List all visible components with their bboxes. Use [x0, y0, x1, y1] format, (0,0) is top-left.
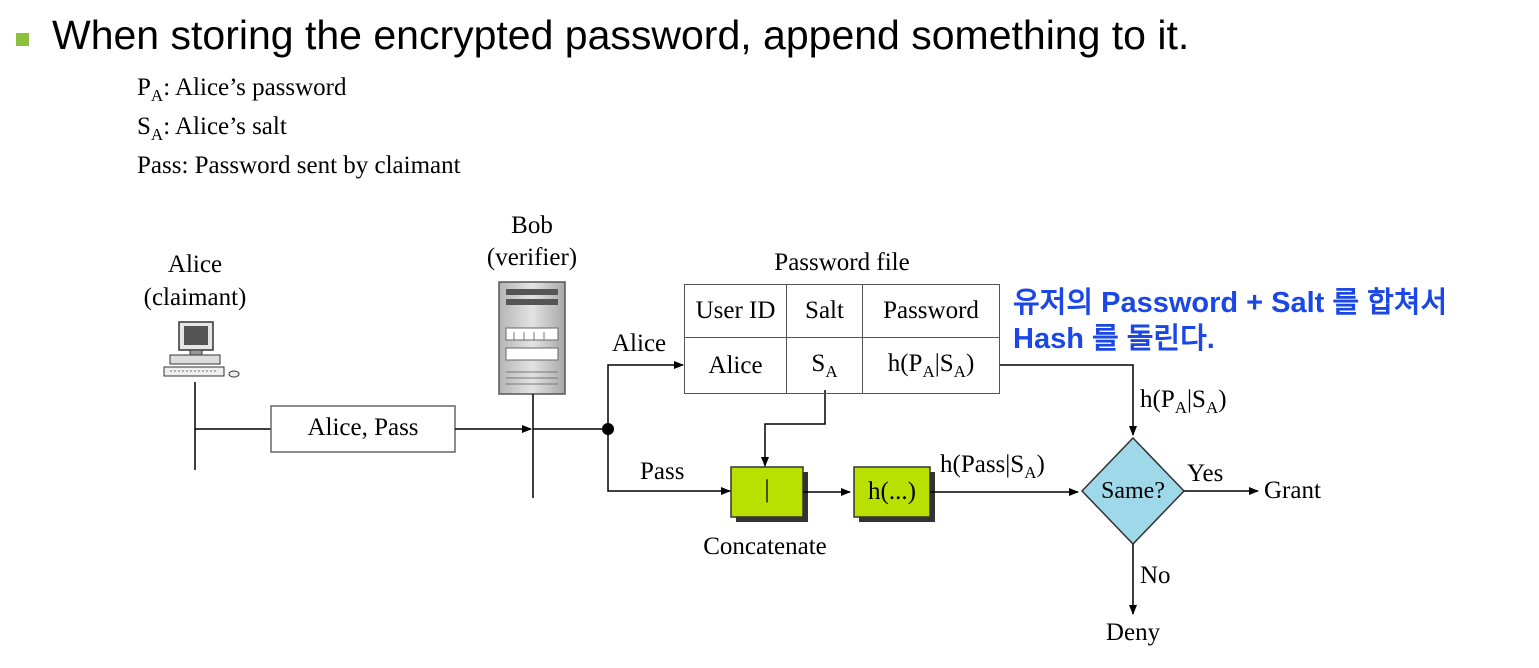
alice-name: Alice — [167, 251, 223, 278]
yes-label: Yes — [1187, 460, 1224, 487]
grant-label: Grant — [1264, 477, 1321, 504]
no-label: No — [1140, 562, 1171, 589]
legend-pa: PA: Alice’s password — [137, 74, 347, 105]
bob-name: Bob — [511, 212, 553, 239]
concat-symbol: | — [764, 476, 770, 503]
bob-role: (verifier) — [486, 244, 578, 271]
concatenate-box — [730, 466, 808, 522]
same-label: Same? — [1101, 478, 1165, 504]
server-icon — [498, 281, 566, 395]
header-salt: Salt — [786, 284, 863, 338]
cell-password: h(PA|SA) — [862, 337, 1000, 394]
hash-box — [853, 466, 935, 522]
header-password: Password — [862, 284, 1000, 338]
hpass-label: h(Pass|SA) — [940, 451, 1045, 482]
alice-role: (claimant) — [143, 284, 247, 311]
cell-salt: SA — [786, 337, 863, 394]
table-header-row: User ID Salt Password — [684, 284, 1000, 338]
concat-label: Concatenate — [703, 533, 827, 560]
hash-label: h(...) — [868, 478, 916, 505]
table-row: Alice SA h(PA|SA) — [684, 337, 1000, 394]
alice-flow-label: Alice — [612, 330, 667, 357]
password-file-caption: Password file — [774, 249, 910, 276]
message-label: Alice, Pass — [307, 414, 419, 441]
password-file-table: User ID Salt Password Alice SA h(PA|SA) — [684, 284, 1000, 394]
header-user-id: User ID — [684, 284, 787, 338]
slide-title: When storing the encrypted password, app… — [52, 12, 1190, 58]
annotation-line-2: Hash 를 돌린다. — [1013, 323, 1215, 355]
cell-user-id: Alice — [684, 337, 787, 394]
computer-icon — [163, 321, 240, 378]
hpa-label: h(PA|SA) — [1140, 386, 1227, 417]
deny-label: Deny — [1105, 619, 1161, 646]
message-box — [270, 405, 456, 453]
pass-flow-label: Pass — [640, 458, 685, 485]
legend-pass: Pass: Password sent by claimant — [137, 152, 461, 179]
legend-sa: SA: Alice’s salt — [137, 113, 287, 144]
bullet-marker — [16, 33, 29, 46]
annotation-line-1: 유저의 Password + Salt 를 합쳐서 — [1013, 287, 1448, 319]
korean-annotation: 유저의 Password + Salt 를 합쳐서 Hash 를 돌린다. — [1013, 285, 1447, 357]
